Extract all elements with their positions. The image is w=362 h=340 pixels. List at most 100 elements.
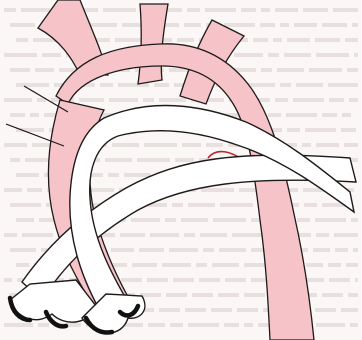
background-text-word: [4, 278, 12, 282]
background-text-word: [347, 68, 358, 72]
background-text-word: [294, 23, 317, 27]
background-text-word: [322, 113, 337, 117]
background-text-word: [322, 293, 343, 297]
background-text-word: [89, 188, 114, 192]
background-text-word: [103, 8, 136, 12]
background-text-word: [348, 293, 358, 297]
background-text-word: [154, 83, 169, 87]
background-text-word: [341, 308, 358, 312]
background-text-word: [4, 98, 32, 102]
background-text-word: [121, 278, 142, 282]
background-text-word: [174, 83, 183, 87]
background-text-word: [39, 218, 54, 222]
background-text-word: [140, 293, 161, 297]
background-text-word: [120, 233, 145, 237]
background-text-word: [297, 218, 310, 222]
background-text-word: [27, 188, 42, 192]
background-text-word: [132, 263, 157, 267]
background-text-word: [239, 188, 258, 192]
background-text-word: [241, 8, 256, 12]
background-text-word: [35, 68, 54, 72]
background-text-word: [286, 113, 317, 117]
background-text-word: [224, 323, 239, 327]
background-text-word: [304, 203, 317, 207]
background-text-word: [341, 128, 356, 132]
background-text-word: [342, 113, 351, 117]
background-text-word: [351, 218, 358, 222]
background-text-word: [346, 263, 358, 267]
background-text-word: [261, 68, 272, 72]
background-text-word: [147, 278, 168, 282]
background-text-word: [352, 23, 358, 27]
background-text-word: [162, 263, 191, 267]
background-text-word: [219, 248, 246, 252]
background-text-word: [175, 158, 194, 162]
background-text-word: [280, 23, 289, 27]
background-text-word: [218, 293, 239, 297]
background-text-word: [335, 248, 348, 252]
background-text-word: [150, 233, 179, 237]
background-text-word: [173, 278, 194, 282]
background-text-word: [16, 38, 28, 42]
background-text-word: [188, 323, 219, 327]
background-text-word: [329, 98, 344, 102]
background-text-word: [244, 323, 253, 327]
background-text-word: [144, 143, 177, 147]
background-text-word: [111, 248, 134, 252]
background-text-word: [213, 218, 246, 222]
background-text-word: [25, 158, 50, 162]
background-text-word: [182, 143, 201, 147]
background-text-word: [30, 113, 39, 117]
background-text-word: [4, 188, 22, 192]
background-text-word: [22, 233, 53, 237]
background-text-word: [4, 53, 37, 57]
background-text-word: [224, 23, 255, 27]
background-text-word: [108, 173, 119, 177]
background-text-word: [16, 263, 29, 267]
background-text-word: [316, 323, 345, 327]
background-text-word: [124, 323, 143, 327]
background-text-word: [200, 233, 227, 237]
background-text-word: [275, 8, 298, 12]
background-text-word: [10, 203, 41, 207]
background-text-word: [177, 38, 194, 42]
background-text-word: [273, 38, 282, 42]
background-text-word: [42, 53, 61, 57]
background-text-word: [309, 68, 342, 72]
background-text-word: [100, 83, 113, 87]
background-text-word: [275, 98, 288, 102]
background-text-word: [59, 68, 76, 72]
background-text-word: [16, 173, 39, 177]
background-text-word: [172, 203, 183, 207]
background-text-word: [220, 203, 253, 207]
background-text-word: [10, 113, 25, 117]
background-text-word: [4, 8, 16, 12]
background-text-word: [165, 218, 176, 222]
background-text-word: [277, 68, 304, 72]
background-text-word: [253, 38, 268, 42]
background-text-word: [109, 98, 138, 102]
background-text-word: [315, 218, 346, 222]
background-text-word: [268, 53, 279, 57]
background-text-word: [90, 23, 117, 27]
background-text-word: [10, 23, 35, 27]
background-text-word: [188, 203, 215, 207]
background-text-word: [232, 233, 265, 237]
background-text-word: [296, 83, 323, 87]
background-text-word: [148, 323, 165, 327]
background-text-word: [166, 293, 187, 297]
background-text-word: [4, 233, 17, 237]
background-text-word: [112, 143, 139, 147]
background-text-word: [284, 53, 311, 57]
background-text-word: [315, 308, 336, 312]
background-text-word: [159, 308, 180, 312]
background-text-word: [280, 83, 291, 87]
background-text-word: [211, 308, 232, 312]
background-text-word: [353, 248, 358, 252]
background-text-word: [293, 98, 324, 102]
background-text-word: [124, 173, 151, 177]
background-text-word: [316, 233, 329, 237]
background-text-word: [16, 83, 49, 87]
background-text-word: [38, 323, 49, 327]
background-text-word: [206, 143, 223, 147]
